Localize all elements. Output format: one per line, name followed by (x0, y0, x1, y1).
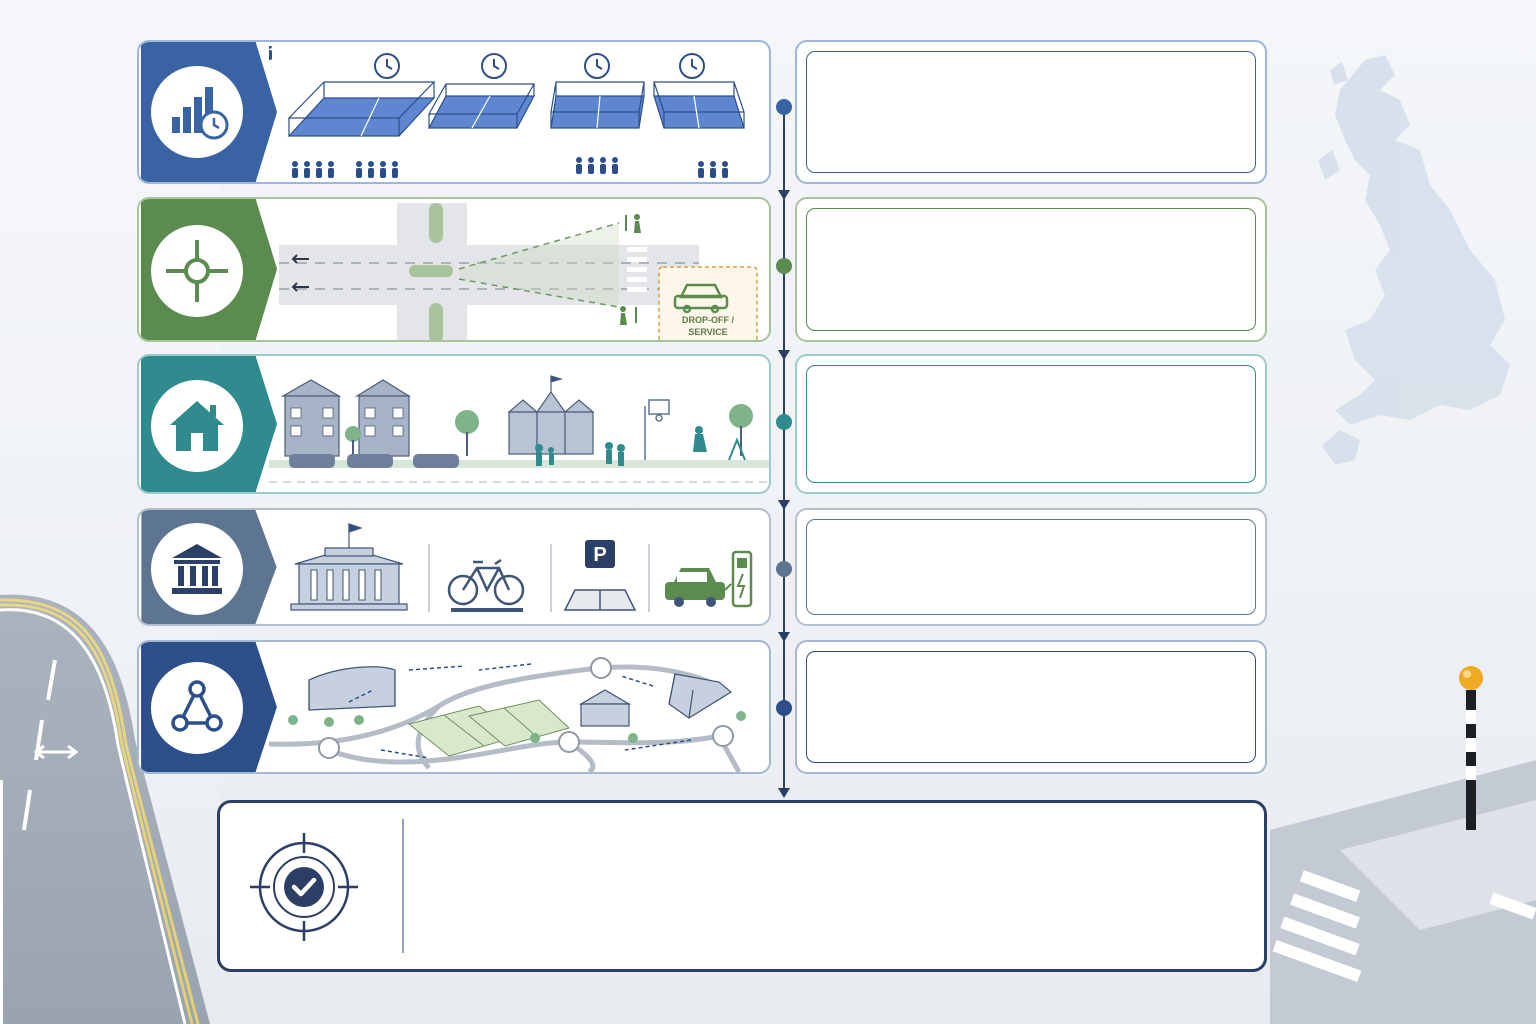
civic-building-icon (151, 523, 243, 615)
pedestrian-icons (620, 214, 641, 325)
walking-children (535, 426, 707, 466)
dropoff-label-line1: DROP-OFF / (682, 315, 734, 325)
connector-dot (776, 561, 792, 577)
section-row-junction: DROP-OFF / SERVICE (137, 197, 771, 342)
notes-box-network[interactable] (795, 640, 1267, 774)
connector-dot (776, 700, 792, 716)
movement-arrows (348, 663, 692, 759)
people-groups (269, 46, 728, 178)
section-row-facilities: P (137, 508, 771, 626)
parking-sign-icon: P (585, 540, 615, 568)
connector-dot (776, 258, 792, 274)
site-network-map-scene (269, 657, 746, 772)
chart-clock-icon (151, 66, 243, 158)
network-nodes-icon (151, 662, 243, 754)
notes-box-junction[interactable] (795, 197, 1267, 342)
flow-arrowheads (778, 190, 790, 798)
notes-box-inner (806, 208, 1256, 331)
neighbourhood-scene (269, 375, 769, 483)
section-row-network (137, 640, 771, 774)
sports-hall (308, 666, 396, 711)
clubhouse (578, 689, 632, 727)
notes-box-scheduling[interactable] (795, 40, 1267, 184)
dropoff-label-line2: SERVICE (688, 327, 727, 337)
notes-box-facilities[interactable] (795, 508, 1267, 626)
svg-text:P: P (593, 544, 606, 566)
school-building (507, 375, 595, 455)
target-check-icon (250, 833, 358, 941)
summary-divider (402, 819, 404, 953)
summary-box[interactable] (217, 800, 1267, 972)
section-row-residential (137, 354, 771, 494)
notes-box-inner (806, 519, 1256, 615)
notes-box-residential[interactable] (795, 354, 1267, 494)
ev-charging-icon (665, 550, 753, 608)
car-icon (673, 283, 729, 314)
notes-box-inner (806, 51, 1256, 173)
timed-courts-scene (269, 46, 745, 178)
facilities-scene: P (290, 523, 753, 612)
office-block (668, 673, 733, 719)
bicycle-icon (447, 558, 525, 606)
notes-box-inner (806, 365, 1256, 483)
uk-map-silhouette (1318, 55, 1510, 465)
section-row-scheduling (137, 40, 771, 184)
junction-dropoff-scene: DROP-OFF / SERVICE (279, 203, 758, 340)
connector-dot (776, 414, 792, 430)
basketball-hoop (644, 399, 670, 460)
parked-cars (289, 454, 459, 468)
pitches (407, 699, 570, 757)
roundabout-icon (151, 225, 243, 317)
house-icon (151, 380, 243, 472)
connector-dot (776, 99, 792, 115)
notes-box-inner (806, 651, 1256, 763)
